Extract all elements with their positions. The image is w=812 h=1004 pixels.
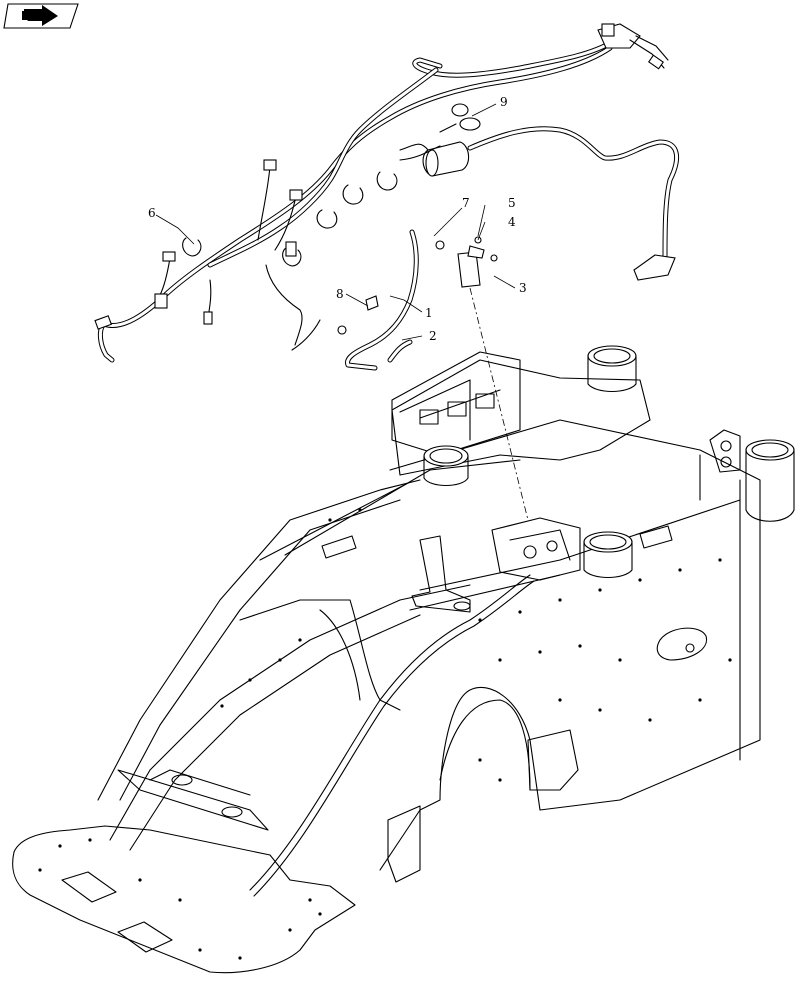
callout-7[interactable]: 7	[462, 196, 470, 210]
rivet-holes	[38, 508, 732, 960]
callout-4[interactable]: 4	[508, 215, 516, 229]
callout-8[interactable]: 8	[336, 287, 344, 301]
tube-assembly	[337, 229, 498, 371]
view-direction-arrow-icon[interactable]	[3, 3, 79, 29]
assembly-line	[469, 287, 529, 521]
callout-leaders	[155, 103, 516, 341]
callout-3[interactable]: 3	[519, 281, 527, 295]
mount-center	[583, 531, 633, 579]
callout-9[interactable]: 9	[500, 95, 508, 109]
callout-1[interactable]: 1	[425, 306, 433, 320]
callout-labels: 1 2 3 4 5 6 7 8 9	[148, 95, 527, 343]
wire-harness	[94, 23, 680, 363]
mount-right	[745, 439, 795, 522]
callout-2[interactable]: 2	[429, 329, 437, 343]
mount-top-left	[423, 445, 469, 487]
callout-6[interactable]: 6	[148, 206, 156, 220]
mount-top-right	[587, 345, 637, 393]
chassis-frame	[12, 345, 795, 974]
callout-5[interactable]: 5	[508, 196, 516, 210]
